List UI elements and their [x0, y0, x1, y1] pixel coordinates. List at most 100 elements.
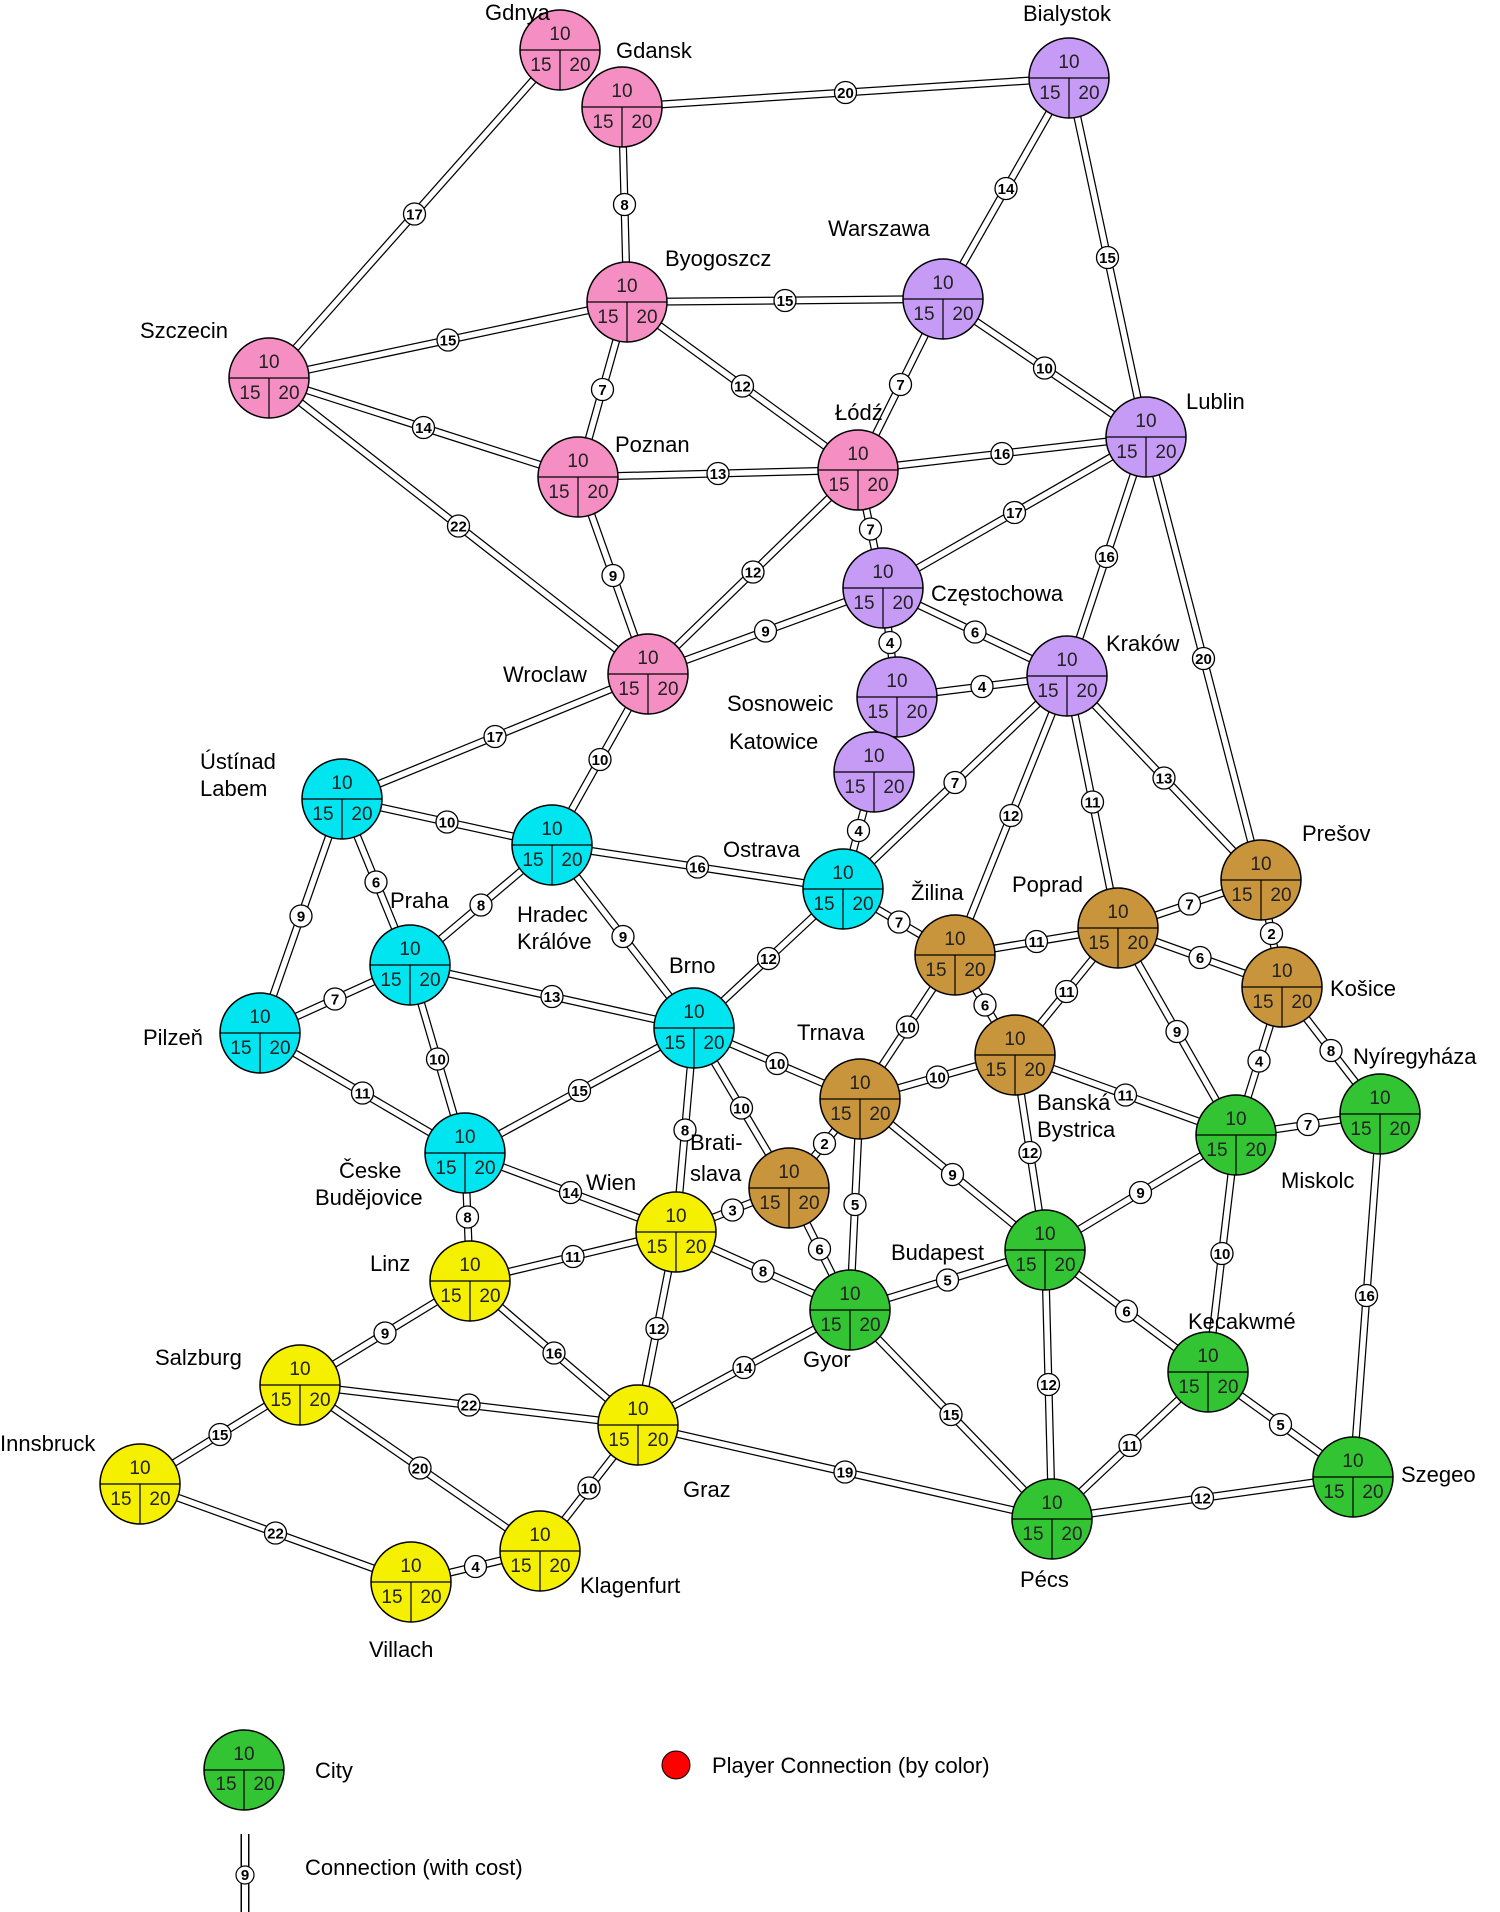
connection-poznan-lodz[interactable]: 13 — [577, 461, 859, 486]
connection-bialystok-lublin[interactable]: 15 — [1065, 77, 1150, 438]
connection-byogoszcz-lodz[interactable]: 12 — [624, 298, 861, 474]
connection-salzburg-graz[interactable]: 22 — [299, 1381, 639, 1429]
slot-15: 15 — [608, 1430, 629, 1451]
slot-20: 20 — [1061, 1524, 1082, 1545]
connection-lublin-czestochowa[interactable]: 17 — [881, 433, 1148, 592]
slot-20: 20 — [569, 55, 590, 76]
connection-bialystok-warszawa[interactable]: 14 — [939, 76, 1073, 301]
connection-lodz-wroclaw[interactable]: 12 — [645, 467, 861, 677]
connection-cost: 22 — [267, 1526, 284, 1543]
cost-badge — [588, 747, 612, 772]
slot-15: 15 — [913, 304, 934, 325]
connection-cost: 10 — [581, 1481, 598, 1498]
connection-krakow-poprad[interactable]: 11 — [1063, 675, 1122, 929]
connection-byogoszcz-szczecin[interactable]: 15 — [268, 298, 628, 382]
connection-warszawa-lublin[interactable]: 10 — [940, 295, 1149, 441]
city-name: Łódź — [835, 400, 883, 425]
cost-badge — [540, 984, 564, 1009]
slot-15: 15 — [381, 1587, 402, 1608]
connection-lodz-lublin[interactable]: 16 — [857, 433, 1147, 474]
connection-krakow-ostrava[interactable]: 7 — [840, 673, 1070, 892]
cost-badge — [373, 1321, 397, 1345]
connection-krakow-zilina[interactable]: 12 — [951, 674, 1071, 957]
slot-10: 10 — [637, 648, 658, 669]
connection-szegeo-pecs[interactable]: 12 — [1051, 1473, 1354, 1523]
connection-gdansk-bialystok[interactable]: 20 — [621, 74, 1070, 111]
cost-badge — [895, 1015, 920, 1039]
cost-badge — [558, 1180, 583, 1205]
connection-byogoszcz-warszawa[interactable]: 15 — [626, 288, 944, 313]
cost-badge — [730, 374, 755, 398]
cost-badge — [1165, 1019, 1189, 1044]
connection-hradec-ostrava[interactable]: 16 — [551, 841, 844, 893]
connection-lublin-presov[interactable]: 20 — [1142, 435, 1265, 882]
slot-20: 20 — [636, 307, 657, 328]
connection-nyiregyhaza-szegeo[interactable]: 16 — [1349, 1113, 1384, 1478]
connection-gdnya-szczecin[interactable]: 17 — [266, 47, 563, 381]
connection-czestochowa-wroclaw[interactable]: 9 — [646, 584, 885, 678]
connection-szczecin-wroclaw[interactable]: 22 — [266, 374, 651, 678]
connection-brno-ceske[interactable]: 15 — [463, 1024, 696, 1157]
connection-gyor-pecs[interactable]: 15 — [847, 1307, 1055, 1522]
connection-salzburg-klagenfurt[interactable]: 20 — [297, 1381, 543, 1555]
connection-krakow-presov[interactable]: 13 — [1064, 673, 1264, 883]
connection-szczecin-poznan[interactable]: 14 — [267, 374, 580, 481]
cost-badge — [999, 803, 1023, 828]
cost-badge — [208, 1422, 232, 1447]
connection-lublin-krakow[interactable]: 16 — [1063, 435, 1150, 678]
connection-innsbruck-villach[interactable]: 22 — [138, 1480, 413, 1586]
slot-15: 15 — [844, 777, 865, 798]
cost-badge — [1319, 1038, 1343, 1063]
connection-ustinad-pilzen[interactable]: 9 — [256, 797, 346, 1035]
cost-badge — [963, 620, 987, 644]
connection-budapest-pecs[interactable]: 12 — [1036, 1249, 1061, 1520]
connection-praha-brno[interactable]: 13 — [409, 961, 695, 1032]
connection-wroclaw-ustinad[interactable]: 17 — [340, 670, 650, 803]
connection-graz-pecs[interactable]: 19 — [637, 1421, 1053, 1523]
slot-20: 20 — [1270, 885, 1291, 906]
